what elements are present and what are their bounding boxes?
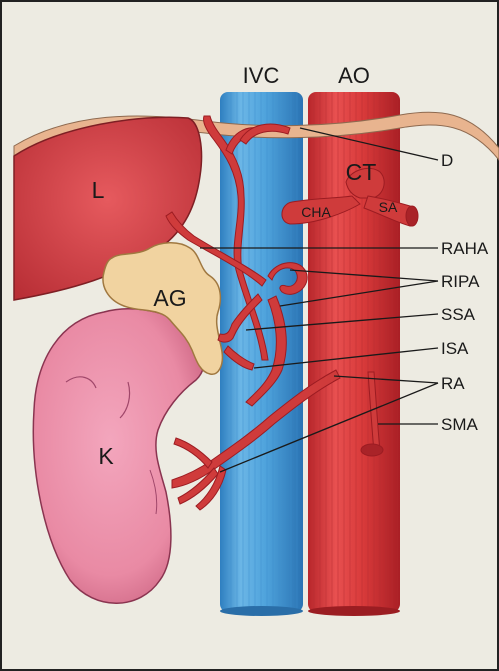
aorta-label: AO <box>338 63 370 88</box>
sma-cut-end <box>361 444 383 456</box>
raha-callout: RAHA <box>441 239 489 258</box>
isa-callout: ISA <box>441 339 469 358</box>
ripa-callout: RIPA <box>441 272 480 291</box>
kidney-label: K <box>98 443 114 469</box>
ivc-label: IVC <box>243 63 280 88</box>
sma-callout: SMA <box>441 415 479 434</box>
ra-callout: RA <box>441 374 465 393</box>
diaphragm-callout: D <box>441 151 453 170</box>
common-hepatic-artery-label: CHA <box>301 204 331 220</box>
splenic-artery-cut-end <box>406 206 418 226</box>
ssa-callout: SSA <box>441 305 476 324</box>
liver-label: L <box>92 177 105 203</box>
splenic-artery-label: SA <box>379 199 398 215</box>
celiac-trunk-label: CT <box>346 159 377 185</box>
adrenal-gland-label: AG <box>153 285 186 311</box>
